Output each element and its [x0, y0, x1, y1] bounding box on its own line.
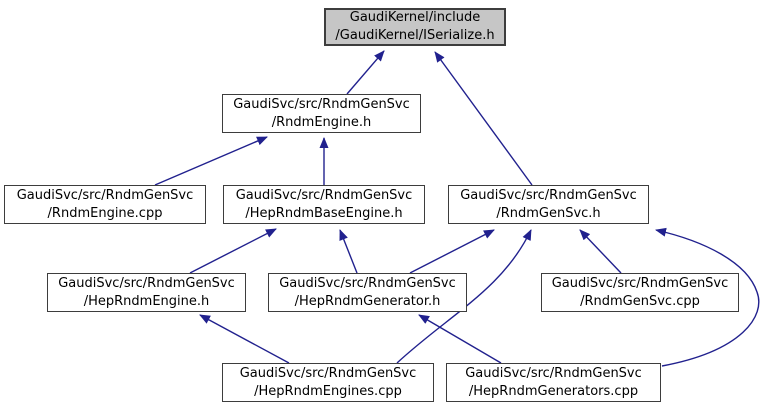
graph-node-label-line: GaudiSvc/src/RndmGenSvc	[460, 187, 637, 203]
graph-node-rndmengine-cpp[interactable]: GaudiSvc/src/RndmGenSvc/RndmEngine.cpp	[4, 185, 206, 224]
include-edge-heprndmengines-cpp-to-heprndmengine-h	[199, 314, 290, 364]
graph-node-label-line: /RndmEngine.cpp	[47, 205, 163, 221]
graph-node-iserialize: GaudiKernel/include/GaudiKernel/ISeriali…	[324, 8, 506, 46]
graph-node-heprndmgenerator-h[interactable]: GaudiSvc/src/RndmGenSvc/HepRndmGenerator…	[268, 273, 467, 312]
graph-node-label-line: GaudiSvc/src/RndmGenSvc	[279, 275, 456, 291]
graph-node-label-line: /RndmGenSvc.cpp	[580, 293, 700, 309]
graph-node-label-line: GaudiSvc/src/RndmGenSvc	[239, 365, 417, 381]
graph-node-label-line: /HepRndmGenerator.h	[294, 293, 441, 309]
graph-node-label-line: GaudiSvc/src/RndmGenSvc	[551, 275, 729, 291]
graph-node-heprndmengine-h[interactable]: GaudiSvc/src/RndmGenSvc/HepRndmEngine.h	[47, 273, 246, 312]
include-edge-heprndmgenerator-h-to-rndmgensvc-h	[409, 229, 495, 274]
include-edge-heprndmgenerators-cpp-to-rndmgensvc-h	[655, 227, 760, 367]
graph-node-label-line: GaudiSvc/src/RndmGenSvc	[58, 275, 235, 291]
graph-node-rndmgensvc-h[interactable]: GaudiSvc/src/RndmGenSvc/RndmGenSvc.h	[448, 185, 649, 224]
include-edge-rndmengine-h-to-iserialize	[346, 50, 385, 95]
include-edge-rndmengine-cpp-to-rndmengine-h	[154, 136, 268, 186]
include-edge-rndmgensvc-cpp-to-rndmgensvc-h	[579, 229, 622, 274]
include-edge-heprndmgenerator-h-to-heprndmbaseengine-h	[339, 229, 358, 274]
graph-node-label-line: GaudiSvc/src/RndmGenSvc	[16, 187, 194, 203]
include-edge-rndmgensvc-h-to-iserialize	[434, 51, 533, 186]
graph-node-label-line: /GaudiKernel/ISerialize.h	[335, 28, 495, 43]
graph-node-label-line: GaudiSvc/src/RndmGenSvc	[465, 365, 642, 381]
graph-node-heprndmengines-cpp[interactable]: GaudiSvc/src/RndmGenSvc/HepRndmEngines.c…	[222, 363, 434, 402]
include-edge-heprndmengines-cpp-to-rndmgensvc-h	[396, 229, 532, 364]
graph-node-label-line: GaudiSvc/src/RndmGenSvc	[235, 187, 413, 203]
include-edge-heprndmengine-h-to-heprndmbaseengine-h	[189, 228, 277, 274]
graph-node-heprndmgenerators-cpp[interactable]: GaudiSvc/src/RndmGenSvc/HepRndmGenerator…	[446, 363, 661, 402]
graph-node-label-line: GaudiKernel/include	[349, 10, 481, 25]
graph-node-label-line: /HepRndmBaseEngine.h	[245, 205, 403, 221]
include-edge-heprndmgenerators-cpp-to-heprndmgenerator-h	[418, 314, 502, 364]
graph-node-rndmengine-h[interactable]: GaudiSvc/src/RndmGenSvc/RndmEngine.h	[222, 94, 421, 133]
graph-node-label-line: /HepRndmEngine.h	[83, 293, 210, 309]
graph-node-heprndmbaseengine-h[interactable]: GaudiSvc/src/RndmGenSvc/HepRndmBaseEngin…	[223, 185, 425, 224]
graph-node-label-line: /HepRndmEngines.cpp	[254, 383, 402, 399]
graph-node-label-line: /RndmGenSvc.h	[496, 205, 601, 221]
graph-node-label-line: GaudiSvc/src/RndmGenSvc	[233, 96, 410, 112]
graph-node-label-line: /RndmEngine.h	[271, 114, 372, 130]
graph-node-rndmgensvc-cpp[interactable]: GaudiSvc/src/RndmGenSvc/RndmGenSvc.cpp	[541, 273, 739, 312]
graph-node-label-line: /HepRndmGenerators.cpp	[468, 383, 639, 399]
